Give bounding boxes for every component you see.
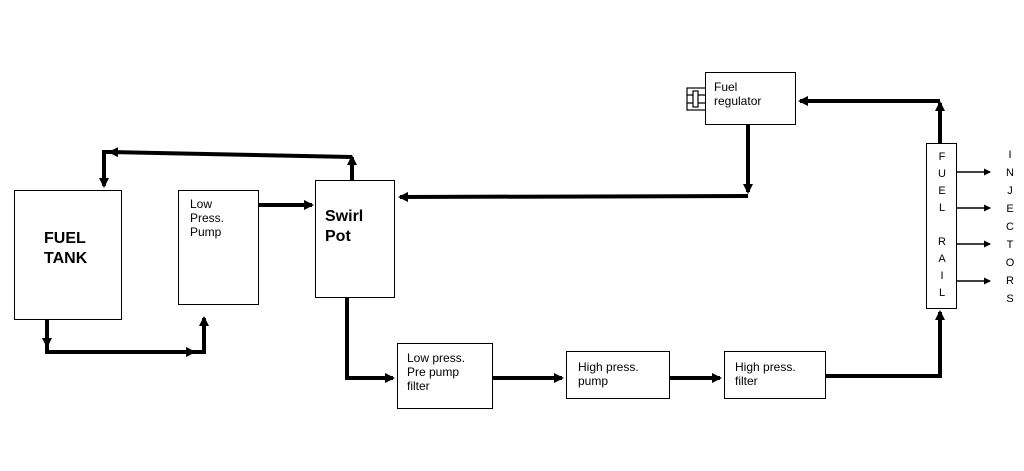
fuel-rail-letter: I: [940, 270, 944, 282]
low-press-pump-box: [178, 190, 259, 305]
regulator-connector-icon: [686, 87, 707, 111]
fuel-rail-letter: F: [938, 151, 946, 163]
fuel-rail-letter: L: [938, 202, 946, 214]
injectors-letter: I: [1008, 149, 1012, 161]
fuel-rail-letter: U: [938, 168, 946, 180]
fuel-regulator-box: [705, 72, 796, 125]
high-press-pump-label: High press. pump: [578, 360, 639, 388]
fuel-rail-box: [926, 143, 957, 309]
tank-return-drop-line: [99, 150, 110, 188]
injectors-letter: S: [1006, 293, 1014, 305]
injectors-letter: O: [1005, 257, 1015, 269]
low-press-filter-label: Low press. Pre pump filter: [407, 351, 466, 393]
tank-to-lowpump-line: [45, 320, 196, 357]
injectors-letter: E: [1006, 203, 1014, 215]
fuel-tank-box: [14, 190, 122, 320]
high-press-pump-box: [566, 351, 670, 399]
injectors-letter: N: [1006, 167, 1014, 179]
swirl-pot-label: Swirl Pot: [325, 208, 364, 245]
high-press-filter-box: [724, 351, 826, 399]
swirl-pot-box: [315, 180, 395, 298]
injectors-letter: T: [1006, 239, 1014, 251]
regulator-to-swirlpot-line: [398, 191, 749, 202]
fuel-rail-letter: A: [938, 253, 946, 265]
fuel-tank-label: FUEL TANK: [44, 230, 88, 267]
low-press-pump-label: Low Press. Pump: [190, 197, 225, 239]
low-press-filter-box: [397, 343, 493, 409]
fuel-rail-letter: E: [938, 185, 946, 197]
swirlpot-to-filter-line: [345, 298, 395, 383]
injectors-letter: J: [1007, 185, 1013, 197]
high-press-filter-label: High press. filter: [735, 360, 796, 388]
fuel-rail-letter: L: [938, 287, 946, 299]
injectors-letter: R: [1006, 275, 1014, 287]
injectors-letter: C: [1006, 221, 1014, 233]
lowpump-inlet-line: [194, 316, 209, 354]
fuel-rail-letter: R: [938, 236, 946, 248]
return-to-tank-line: [108, 147, 353, 159]
hpfilter-to-rail-line: [825, 310, 945, 378]
fuel-regulator-label: Fuel regulator: [714, 80, 762, 108]
